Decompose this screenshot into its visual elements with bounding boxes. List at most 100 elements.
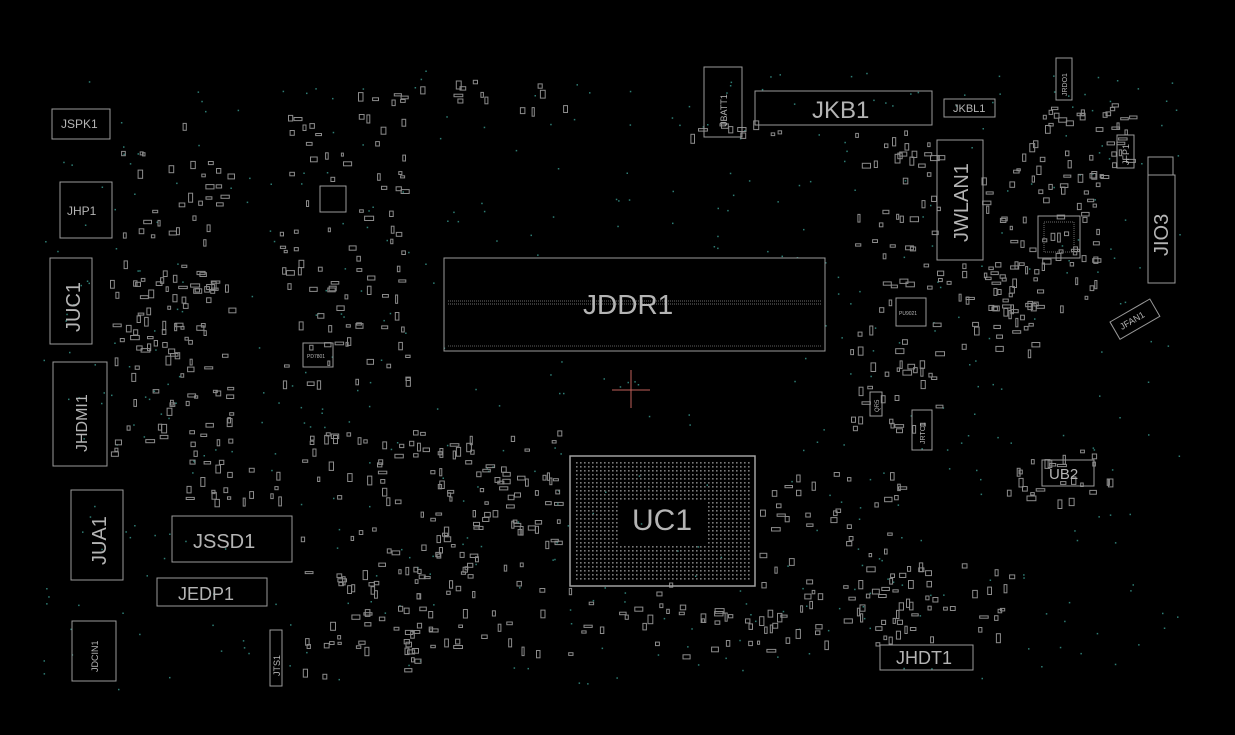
smd-component: [1006, 489, 1012, 497]
via: [481, 202, 483, 205]
via: [627, 381, 629, 384]
via: [78, 397, 80, 399]
component-qr5[interactable]: QR5: [869, 391, 883, 417]
via: [123, 153, 125, 156]
smd-component: [882, 209, 890, 215]
ic-audio-codec[interactable]: [319, 185, 347, 213]
smd-component: [740, 132, 747, 139]
ic-pu9021[interactable]: PU9021: [895, 297, 927, 327]
smd-component: [899, 360, 903, 369]
smd-component: [1029, 247, 1037, 253]
connector-jedp1[interactable]: JEDP1: [156, 577, 268, 607]
smd-component: [882, 281, 892, 286]
smd-component: [1013, 169, 1020, 174]
smd-component: [846, 524, 852, 529]
via: [922, 216, 924, 218]
via: [114, 342, 116, 344]
smd-component: [447, 492, 452, 497]
connector-jfp1[interactable]: JFP1: [1116, 134, 1135, 169]
smd-component: [199, 272, 207, 278]
via: [534, 470, 536, 473]
smd-component: [334, 341, 345, 346]
smd-component: [405, 377, 411, 387]
smd-component: [133, 280, 138, 287]
smd-component: [833, 472, 840, 477]
smd-component: [469, 435, 473, 446]
via: [321, 412, 323, 414]
cpu-uc1[interactable]: UC1: [569, 455, 756, 587]
ic-ec-controller[interactable]: [1037, 215, 1081, 259]
connector-jhdmi1[interactable]: JHDMI1: [52, 361, 108, 467]
via: [176, 182, 178, 185]
connector-jkb1[interactable]: JKB1: [754, 90, 933, 126]
via: [560, 453, 562, 455]
smd-component: [343, 161, 353, 167]
via: [231, 450, 233, 453]
smd-component: [145, 439, 156, 444]
via: [185, 540, 187, 543]
smd-component: [921, 200, 926, 209]
via: [1101, 351, 1103, 353]
smd-component: [896, 213, 900, 220]
smd-component: [416, 622, 423, 629]
connector-jssd1[interactable]: JSSD1: [171, 515, 293, 563]
connector-jkbl1[interactable]: JKBL1: [943, 98, 996, 118]
connector-jrdo1[interactable]: JRDO1: [1055, 57, 1073, 101]
smd-component: [714, 608, 725, 614]
via: [405, 332, 407, 334]
connector-jts1[interactable]: JTS1: [269, 629, 283, 687]
via: [101, 402, 103, 405]
smd-component: [380, 479, 386, 484]
smd-component: [469, 553, 479, 558]
via: [992, 101, 994, 104]
smd-component: [430, 517, 436, 522]
via: [1068, 601, 1071, 604]
via: [517, 521, 520, 523]
smd-component: [904, 625, 908, 635]
smd-component: [599, 626, 605, 634]
smd-component: [647, 614, 654, 625]
smd-component: [588, 601, 595, 606]
connector-jbatt1[interactable]: JBATT1: [703, 66, 743, 138]
via: [338, 528, 341, 531]
smd-component: [554, 501, 564, 506]
via: [197, 91, 200, 93]
connector-jhdt1[interactable]: JHDT1: [879, 644, 974, 671]
via: [114, 208, 116, 211]
component-jrtc1[interactable]: JRTC1: [911, 409, 933, 451]
smd-component: [1075, 277, 1079, 286]
via: [672, 190, 674, 193]
smd-component: [300, 536, 306, 543]
connector-jhp1[interactable]: JHP1: [59, 181, 113, 239]
smd-component: [986, 205, 990, 214]
connector-jwlan1[interactable]: JWLAN1: [936, 139, 984, 261]
smd-component: [357, 437, 362, 445]
via: [1053, 91, 1056, 93]
smd-component: [329, 641, 335, 645]
connector-jspk1[interactable]: JSPK1: [51, 108, 111, 140]
via: [717, 207, 719, 210]
smd-component: [800, 605, 804, 613]
via: [1099, 395, 1101, 397]
smd-component: [1081, 211, 1090, 217]
smd-component: [203, 330, 207, 337]
connector-jua1[interactable]: JUA1: [70, 489, 124, 581]
via: [1147, 381, 1150, 383]
smd-component: [545, 540, 550, 550]
via: [1093, 449, 1096, 451]
via: [177, 263, 179, 265]
memory-slot-jddr1[interactable]: JDDR1: [443, 257, 826, 352]
connector-jio3[interactable]: JIO3: [1147, 156, 1176, 284]
via: [303, 172, 305, 174]
smd-component: [890, 472, 895, 481]
smd-component: [122, 232, 127, 239]
connector-jdcin1[interactable]: JDCIN1: [71, 620, 117, 682]
ic-pd7801[interactable]: PD7801: [302, 342, 334, 368]
ic-ub2[interactable]: UB2: [1041, 459, 1095, 487]
smd-component: [619, 611, 627, 616]
via: [1077, 239, 1080, 241]
smd-component: [682, 654, 691, 660]
smd-component: [182, 122, 187, 131]
connector-juc1[interactable]: JUC1: [49, 257, 93, 345]
smd-component: [815, 630, 821, 636]
